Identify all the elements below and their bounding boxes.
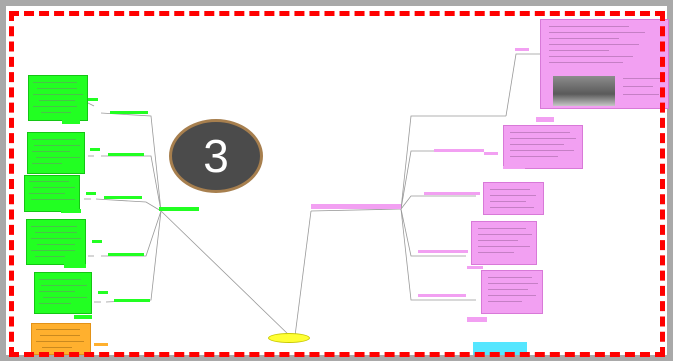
right-node-3[interactable] (483, 182, 544, 215)
right-node-2[interactable] (503, 125, 583, 169)
left-label-5[interactable] (74, 315, 92, 319)
left-connector-label-4[interactable] (92, 240, 102, 243)
right-hub-label-5[interactable] (418, 294, 466, 297)
photo-thumbnail (553, 76, 615, 106)
right-node-4[interactable] (471, 221, 537, 265)
left-label-3[interactable] (61, 209, 81, 213)
step-number-badge: 3 (169, 119, 263, 193)
right-node-1[interactable] (540, 19, 669, 109)
connector-lines (84, 53, 541, 338)
right-hub-node[interactable] (311, 204, 401, 209)
left-connector-label-3[interactable] (86, 192, 96, 195)
left-node-5[interactable] (34, 272, 92, 314)
central-topic-node[interactable] (268, 333, 310, 343)
bottom-right-node[interactable] (473, 342, 527, 355)
left-hub-label-3[interactable] (104, 196, 142, 199)
right-label-5[interactable] (467, 317, 487, 322)
right-hub-label-3[interactable] (424, 192, 480, 195)
left-connector-label-5[interactable] (98, 291, 108, 294)
right-hub-label-4[interactable] (418, 250, 468, 253)
mindmap-canvas[interactable]: 3 (6, 6, 669, 355)
right-label-1[interactable] (536, 117, 554, 122)
left-connector-label-2[interactable] (90, 148, 100, 151)
left-hub-node[interactable] (159, 207, 199, 211)
left-hub-label-2[interactable] (108, 153, 144, 156)
left-hub-label-4[interactable] (108, 253, 144, 256)
right-label-4[interactable] (467, 266, 483, 269)
step-number-text: 3 (203, 130, 229, 182)
left-label-4[interactable] (64, 264, 86, 268)
bottom-left-node[interactable] (31, 323, 91, 355)
left-node-1[interactable] (28, 75, 88, 121)
bottom-left-label[interactable] (94, 343, 108, 346)
right-label-3[interactable] (484, 211, 506, 214)
right-node-5[interactable] (481, 270, 543, 314)
right-hub-label-2[interactable] (434, 149, 484, 152)
right-connector-label-2[interactable] (484, 152, 498, 155)
left-hub-label-5[interactable] (114, 299, 150, 302)
left-label-1[interactable] (62, 120, 80, 124)
right-label-2[interactable] (503, 166, 525, 169)
left-node-4[interactable] (26, 219, 86, 265)
left-label-2[interactable] (66, 169, 84, 173)
right-connector-label-1[interactable] (515, 48, 529, 51)
left-node-2[interactable] (27, 132, 85, 174)
left-connector-label-1[interactable] (88, 98, 98, 101)
left-node-3[interactable] (24, 175, 80, 212)
left-hub-label-1[interactable] (110, 111, 148, 114)
